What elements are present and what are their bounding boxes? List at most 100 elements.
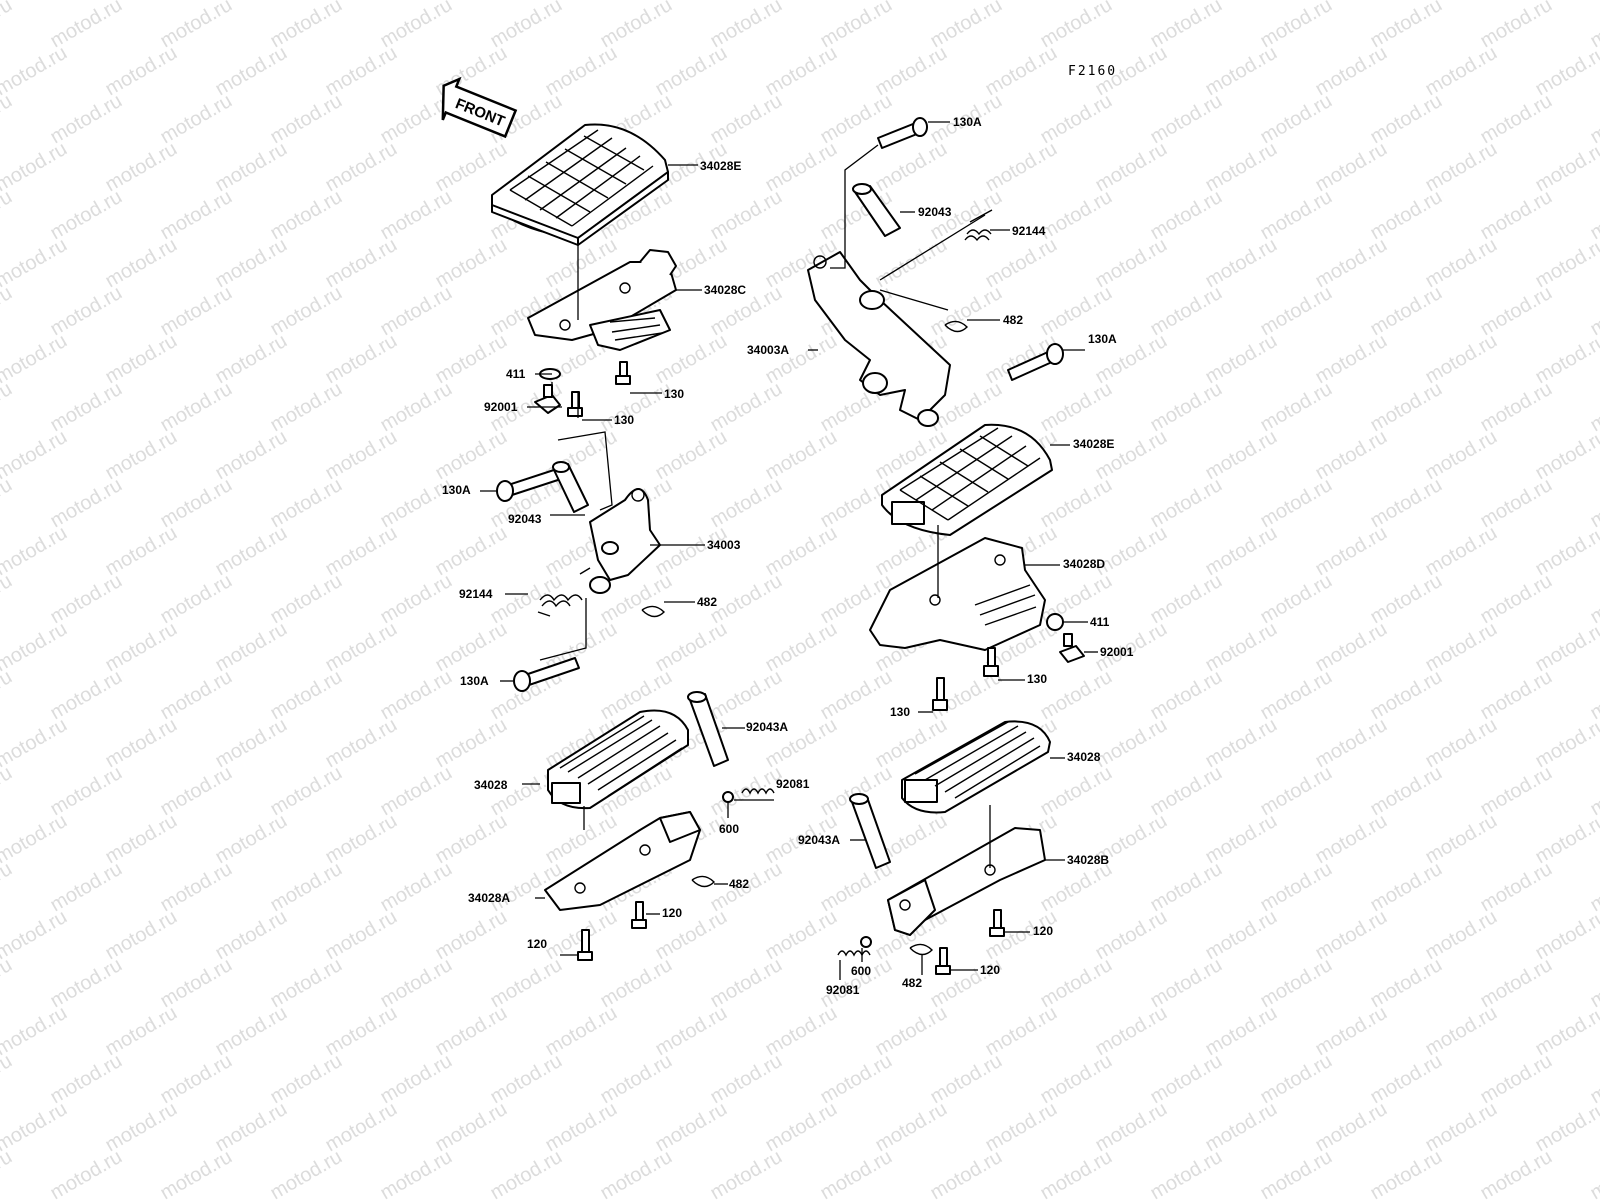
- watermark-text: motod.ru: [597, 1146, 676, 1200]
- label-34028A: 34028A: [468, 891, 510, 905]
- label-120: 120: [980, 963, 1000, 977]
- label-92043: 92043: [508, 512, 542, 526]
- label-130A: 130A: [460, 674, 489, 688]
- label-130: 130: [1027, 672, 1047, 686]
- part-labels: 130A 34028E 92043 92144 34028C 482 34003…: [442, 115, 1134, 997]
- watermark-text: motod.ru: [1477, 1146, 1556, 1200]
- spring-92144-left: [537, 567, 591, 617]
- label-130: 130: [614, 413, 634, 427]
- bolt-130-right-a: [983, 647, 999, 677]
- label-92081: 92081: [776, 777, 810, 791]
- diagram-code: F2160: [1068, 64, 1117, 79]
- clip-482-lower-right: [909, 943, 933, 956]
- label-92081: 92081: [826, 983, 860, 997]
- label-34028B: 34028B: [1067, 853, 1109, 867]
- label-120: 120: [1033, 924, 1053, 938]
- watermark-text: motod.ru: [0, 1002, 71, 1061]
- bolt-120-left-b: [577, 929, 593, 961]
- label-34028C: 34028C: [704, 283, 746, 297]
- label-411: 411: [1090, 615, 1110, 629]
- label-92001: 92001: [484, 400, 518, 414]
- ball-600-left: [722, 791, 734, 803]
- bolt-130-left-a: [567, 391, 583, 417]
- label-130A: 130A: [953, 115, 982, 129]
- label-34028: 34028: [1067, 750, 1101, 764]
- watermark-text: motod.ru: [0, 858, 16, 917]
- clip-482-right: [944, 320, 968, 333]
- watermark-text: motod.ru: [0, 1050, 16, 1109]
- label-92001: 92001: [1100, 645, 1134, 659]
- watermark-text: motod.ru: [1587, 1146, 1600, 1200]
- watermark-text: motod.ru: [0, 42, 71, 101]
- watermark-text: motod.ru: [0, 618, 71, 677]
- watermark-text: motod.ru: [0, 378, 16, 437]
- watermark-text: motod.ru: [1367, 1146, 1446, 1200]
- watermark-text: motod.ru: [487, 1146, 566, 1200]
- clip-482-lower-left: [691, 875, 715, 888]
- watermark-text: motod.ru: [0, 330, 71, 389]
- bolt-120-right-a: [989, 909, 1005, 937]
- label-482: 482: [1003, 313, 1023, 327]
- footpeg-holder-34028C: [527, 249, 677, 351]
- watermark-text: motod.ru: [0, 234, 71, 293]
- ball-600-right: [860, 936, 872, 948]
- watermark-text: motod.ru: [157, 1146, 236, 1200]
- watermark-text: motod.ru: [0, 1098, 71, 1157]
- front-arrow-icon: FRONT: [441, 76, 518, 139]
- bolt-92001-right: [1059, 633, 1085, 663]
- label-34003A: 34003A: [747, 343, 789, 357]
- footpeg-bracket-34003A: [807, 251, 951, 427]
- bolt-130A-right-top: [877, 117, 928, 149]
- label-411: 411: [506, 367, 526, 381]
- clip-482-left: [641, 605, 665, 618]
- watermark-text: motod.ru: [1147, 1146, 1226, 1200]
- watermark-text: motod.ru: [0, 186, 16, 245]
- pin-92043A-left: [687, 691, 729, 767]
- footpeg-rubber-34028-right: [901, 720, 1051, 814]
- watermark-text: motod.ru: [0, 1146, 16, 1200]
- label-482: 482: [902, 976, 922, 990]
- label-34028E: 34028E: [700, 159, 741, 173]
- pin-92043-right: [852, 183, 901, 237]
- label-482: 482: [729, 877, 749, 891]
- label-34028E: 34028E: [1073, 437, 1114, 451]
- watermark-text: motod.ru: [0, 954, 16, 1013]
- watermark-text: motod.ru: [267, 1146, 346, 1200]
- leader-lines: [480, 121, 1098, 980]
- watermark-text: motod.ru: [817, 1146, 896, 1200]
- label-482: 482: [697, 595, 717, 609]
- label-92043: 92043: [918, 205, 952, 219]
- watermark-text: motod.ru: [0, 666, 16, 725]
- bolt-130A-left-lower: [513, 657, 580, 692]
- watermark-text: motod.ru: [0, 282, 16, 341]
- bolt-130-right-b: [932, 677, 948, 711]
- watermark-text: motod.ru: [377, 1146, 456, 1200]
- watermark-text: motod.ru: [0, 0, 71, 4]
- label-120: 120: [527, 937, 547, 951]
- footpeg-rubber-34028-left: [547, 709, 689, 810]
- pin-92043-left: [552, 461, 589, 513]
- watermark-text: motod.ru: [0, 810, 71, 869]
- label-92043A: 92043A: [746, 720, 788, 734]
- watermark-text: motod.ru: [0, 522, 71, 581]
- spring-92081-left: [741, 788, 775, 795]
- footpeg-holder-34028D: [869, 537, 1046, 651]
- label-130: 130: [890, 705, 910, 719]
- label-92144: 92144: [459, 587, 493, 601]
- bolt-130A-right-middle: [1007, 343, 1064, 381]
- watermark-text: motod.ru: [707, 1146, 786, 1200]
- label-600: 600: [719, 822, 739, 836]
- watermark-text: motod.ru: [0, 570, 16, 629]
- footpeg-rubber-34028E-lower: [881, 423, 1053, 536]
- watermark-text: motod.ru: [0, 714, 71, 773]
- label-130A: 130A: [442, 483, 471, 497]
- label-92144: 92144: [1012, 224, 1046, 238]
- watermark-text: motod.ru: [1037, 1146, 1116, 1200]
- watermark-text: motod.ru: [927, 1146, 1006, 1200]
- bolt-120-left-a: [631, 901, 647, 929]
- watermark-text: motod.ru: [0, 474, 16, 533]
- spring-92081-right: [837, 950, 871, 957]
- watermark-text: motod.ru: [47, 1146, 126, 1200]
